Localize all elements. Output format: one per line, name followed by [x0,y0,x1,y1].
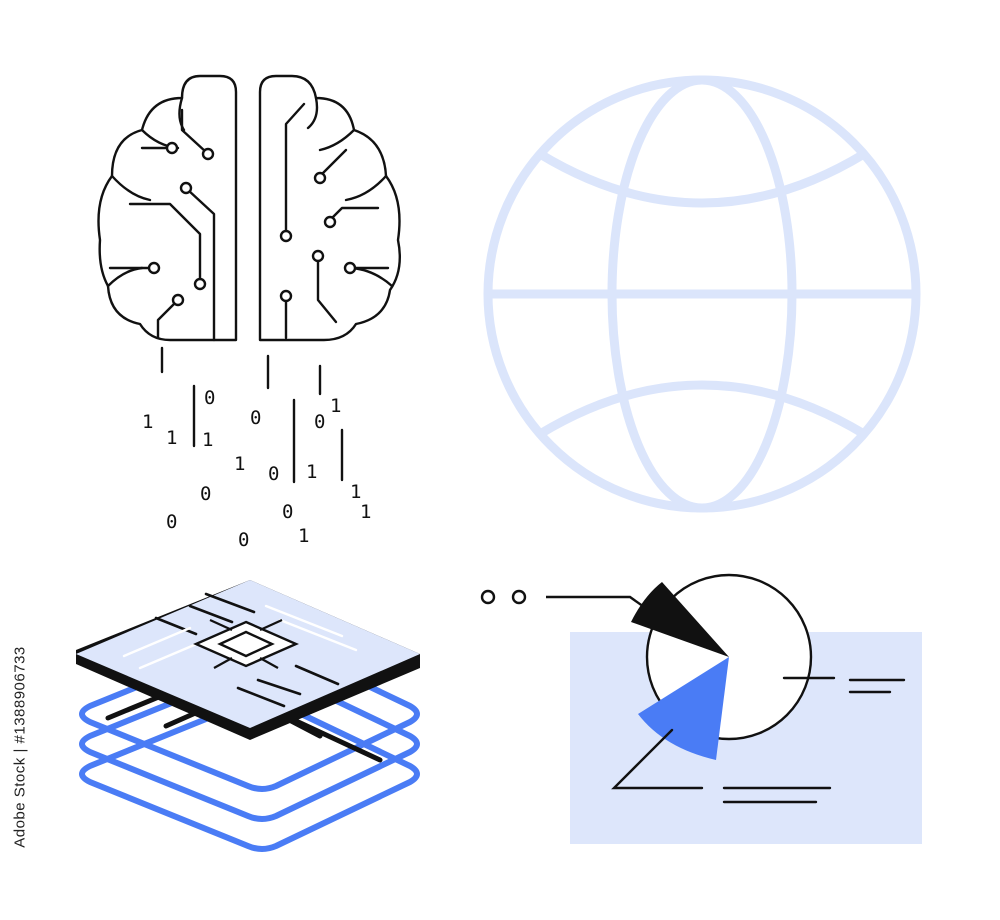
bit: 1 [234,453,245,475]
pie-slice-blue [638,657,729,760]
circuit-nodes [147,141,357,307]
bit: 0 [204,387,215,409]
stock-id-label: Adobe Stock | #1388906733 [6,646,34,848]
globe-icon [483,75,921,513]
bit: 0 [238,529,249,551]
bit: 0 [250,407,261,429]
bit: 1 [166,427,177,449]
ai-brain-icon [97,74,401,342]
pie-chart-panel-icon [480,573,922,844]
stock-id-text: Adobe Stock | #1388906733 [11,646,29,848]
bit: 0 [268,463,279,485]
layered-chip-icon [76,580,420,852]
bit: 0 [282,501,293,523]
dot [511,589,527,605]
bit: 1 [350,481,361,503]
bit: 1 [202,429,213,451]
bit: 1 [306,461,317,483]
binary-stream: 1 1 1 0 0 0 1 0 1 0 1 0 1 0 1 1 0 1 [142,346,371,551]
bit: 1 [142,411,153,433]
bit: 1 [298,525,309,547]
dot [480,589,496,605]
bit: 0 [200,483,211,505]
bit: 1 [360,501,371,523]
bit: 0 [314,411,325,433]
bit: 1 [330,395,341,417]
pie-slice-black [631,582,729,657]
bit: 0 [166,511,177,533]
